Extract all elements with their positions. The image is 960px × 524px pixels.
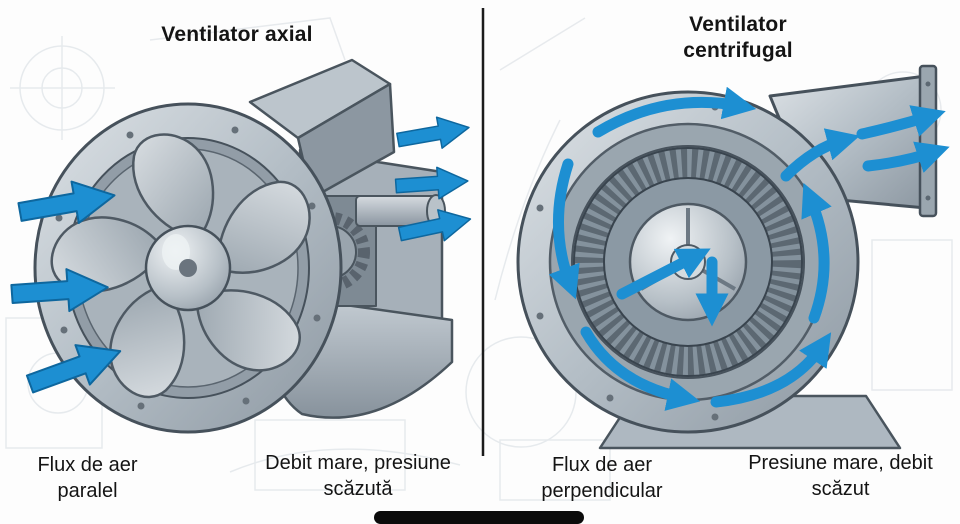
- caption-line: Flux de aer: [37, 454, 138, 476]
- axial-pressure-caption: Debit mare, presiune scăzută: [243, 450, 473, 502]
- bottom-bar: [374, 511, 584, 524]
- axial-flow-caption: Flux de aer paralel: [5, 452, 170, 504]
- airflow-arrow-curve: [548, 158, 580, 300]
- rivets: [55, 126, 321, 410]
- impeller-blades: [574, 148, 802, 376]
- centrifugal-pressure-caption: Presiune mare, debit scăzut: [723, 450, 958, 502]
- airflow-arrow-curve: [580, 326, 701, 411]
- caption-line: perpendicular: [541, 480, 663, 502]
- caption-line: scăzut: [811, 478, 870, 500]
- airflow-arrow-out: [394, 111, 473, 157]
- centrifugal-title-line1: Ventilator: [689, 13, 787, 36]
- centrifugal-fan-title: Ventilator centrifugal: [628, 12, 848, 65]
- caption-line: Flux de aer: [551, 454, 653, 476]
- caption-line: Debit mare, presiune: [265, 452, 451, 474]
- caption-line: paralel: [57, 480, 118, 502]
- caption-line: scăzută: [323, 478, 393, 500]
- axial-fan-title: Ventilator axial: [112, 22, 362, 48]
- airflow-arrow-inlet: [616, 248, 711, 300]
- centrifugal-title-line2: centrifugal: [683, 39, 793, 63]
- centrifugal-airflow-arrows: [548, 86, 950, 411]
- airflow-arrow-out: [862, 141, 950, 173]
- airflow-arrow-curve: [592, 86, 757, 138]
- airflow-arrow-curve: [801, 182, 832, 324]
- axial-fan-title-text: Ventilator axial: [161, 23, 313, 46]
- centrifugal-flow-caption: Flux de aer perpendicular: [512, 452, 692, 504]
- airflow-arrow-out: [856, 105, 946, 140]
- airflow-arrow-curve: [780, 128, 860, 182]
- airflow-arrow-curve: [710, 332, 832, 408]
- caption-line: Presiune mare, debit: [748, 452, 933, 474]
